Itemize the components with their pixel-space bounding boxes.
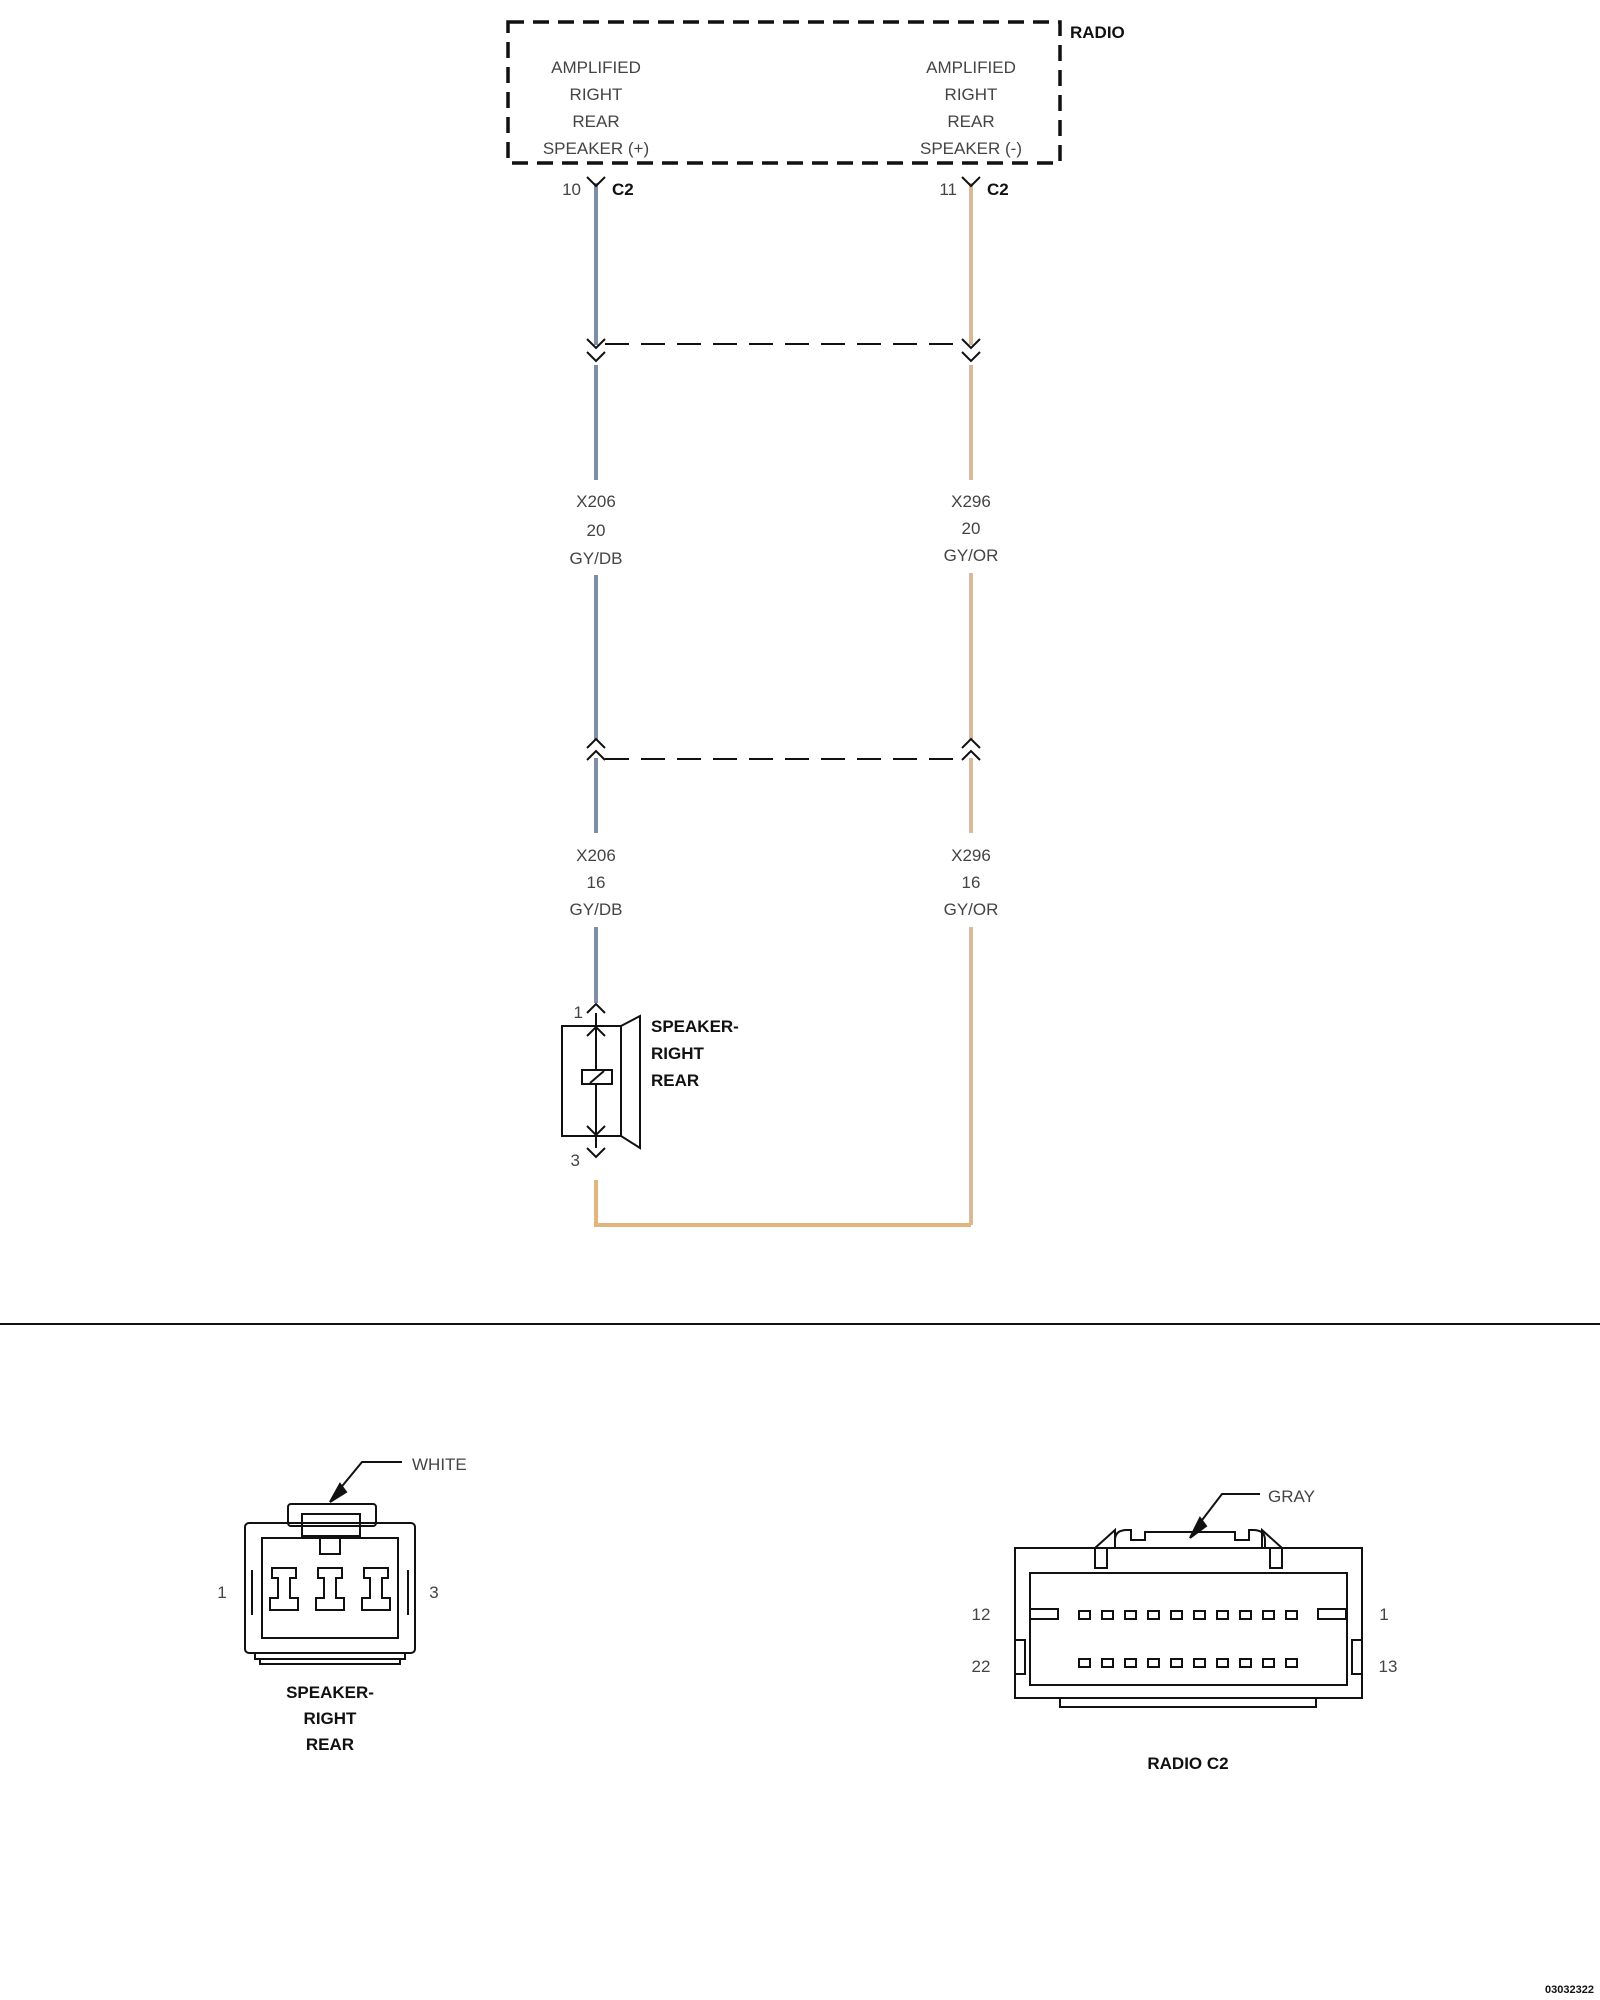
svg-text:SPEAKER-: SPEAKER-: [651, 1017, 739, 1036]
radio-pin-minus-description: AMPLIFIED RIGHT REAR SPEAKER (-): [920, 58, 1022, 158]
radio-c2-cavity: [1193, 1610, 1206, 1620]
speaker-right-rear-symbol: [561, 1002, 641, 1159]
radio-c2-cavity: [1239, 1610, 1252, 1620]
lower-inline-connector: [586, 737, 981, 761]
radio-dashed-box: [506, 20, 1062, 165]
radio-c2-connector-face-view: [1014, 1493, 1363, 1708]
svg-text:GY/DB: GY/DB: [570, 900, 623, 919]
radio-c2-cavity: [1124, 1658, 1137, 1668]
connector-c2-left-label: C2: [612, 180, 634, 199]
radio-c2-cavity: [1193, 1658, 1206, 1668]
radio-c2-cavity: [1124, 1610, 1137, 1620]
radio-title: RADIO: [1070, 23, 1125, 42]
svg-text:REAR: REAR: [306, 1735, 354, 1754]
svg-text:X206: X206: [576, 846, 616, 865]
speaker-pin-1-label: 1: [574, 1003, 583, 1022]
speaker-pin-3-label: 3: [571, 1151, 580, 1170]
wire-label-x296-20: X296 20 GY/OR: [944, 492, 999, 565]
speaker-title: SPEAKER- RIGHT REAR: [651, 1017, 739, 1090]
radio-c2-cavity: [1101, 1610, 1114, 1620]
radio-c2-cavity: [1078, 1658, 1091, 1668]
radio-c2-cavity: [1262, 1610, 1275, 1620]
svg-text:REAR: REAR: [651, 1071, 699, 1090]
wire-ground-return: [594, 1180, 971, 1227]
radio-c2-pin-12: 12: [972, 1605, 991, 1624]
radio-c2-cavity: [1216, 1658, 1229, 1668]
radio-c2-pin-22: 22: [972, 1657, 991, 1676]
radio-plus-line-2: RIGHT: [570, 85, 623, 104]
radio-c2-cavity: [1239, 1658, 1252, 1668]
radio-c2-cavity: [1285, 1610, 1298, 1620]
svg-text:RIGHT: RIGHT: [651, 1044, 705, 1063]
radio-c2-cavity: [1170, 1610, 1183, 1620]
svg-text:RIGHT: RIGHT: [304, 1709, 358, 1728]
upper-inline-connector: [586, 338, 981, 363]
cavity-10-label: 10: [562, 180, 581, 199]
radio-c2-cavity: [1170, 1658, 1183, 1668]
radio-c2-color-label: GRAY: [1268, 1487, 1315, 1506]
radio-c2-cavity: [1147, 1610, 1160, 1620]
radio-c2-cavity: [1285, 1658, 1298, 1668]
svg-text:SPEAKER-: SPEAKER-: [286, 1683, 374, 1702]
speaker-connector-pin-1: 1: [217, 1583, 226, 1602]
speaker-connector-face-view: [244, 1461, 416, 1665]
radio-c2-title: RADIO C2: [1147, 1754, 1228, 1773]
radio-c2-pin-1: 1: [1379, 1605, 1388, 1624]
wire-label-x206-20: X206 20 GY/DB: [570, 492, 623, 568]
radio-minus-line-3: REAR: [947, 112, 994, 131]
svg-text:GY/OR: GY/OR: [944, 546, 999, 565]
radio-c2-cavity: [1147, 1658, 1160, 1668]
speaker-pin-3-chevron: [586, 1147, 606, 1159]
svg-text:X206: X206: [576, 492, 616, 511]
speaker-connector-title: SPEAKER- RIGHT REAR: [286, 1683, 374, 1754]
connector-c2-right-label: C2: [987, 180, 1009, 199]
radio-plus-line-3: REAR: [572, 112, 619, 131]
speaker-connector-pin-3: 3: [429, 1583, 438, 1602]
cavity-11-label: 11: [939, 180, 957, 199]
radio-plus-line-4: SPEAKER (+): [543, 139, 649, 158]
svg-text:16: 16: [962, 873, 981, 892]
svg-text:16: 16: [587, 873, 606, 892]
figure-id: 03032322: [1545, 1984, 1594, 1996]
speaker-pin-1-chevron: [586, 1002, 606, 1014]
radio-plus-line-1: AMPLIFIED: [551, 58, 641, 77]
radio-minus-line-4: SPEAKER (-): [920, 139, 1022, 158]
wire-label-x296-16: X296 16 GY/OR: [944, 846, 999, 919]
radio-c2-pin-13: 13: [1379, 1657, 1398, 1676]
radio-c2-pin-cavities: [1078, 1610, 1298, 1668]
svg-text:20: 20: [587, 521, 606, 540]
radio-pin-plus-description: AMPLIFIED RIGHT REAR SPEAKER (+): [543, 58, 649, 158]
svg-text:20: 20: [962, 519, 981, 538]
radio-c2-cavity: [1216, 1610, 1229, 1620]
radio-c2-cavity: [1078, 1610, 1091, 1620]
svg-text:GY/DB: GY/DB: [570, 549, 623, 568]
svg-text:X296: X296: [951, 492, 991, 511]
svg-text:GY/OR: GY/OR: [944, 900, 999, 919]
radio-c2-connector-symbols: [586, 176, 981, 188]
radio-c2-cavity: [1262, 1658, 1275, 1668]
wire-label-x206-16: X206 16 GY/DB: [570, 846, 623, 919]
svg-text:X296: X296: [951, 846, 991, 865]
speaker-connector-color-label: WHITE: [412, 1455, 467, 1474]
radio-module: RADIO AMPLIFIED RIGHT REAR SPEAKER (+) A…: [506, 20, 1125, 165]
radio-minus-line-1: AMPLIFIED: [926, 58, 1016, 77]
radio-c2-cavity: [1101, 1658, 1114, 1668]
radio-minus-line-2: RIGHT: [945, 85, 998, 104]
